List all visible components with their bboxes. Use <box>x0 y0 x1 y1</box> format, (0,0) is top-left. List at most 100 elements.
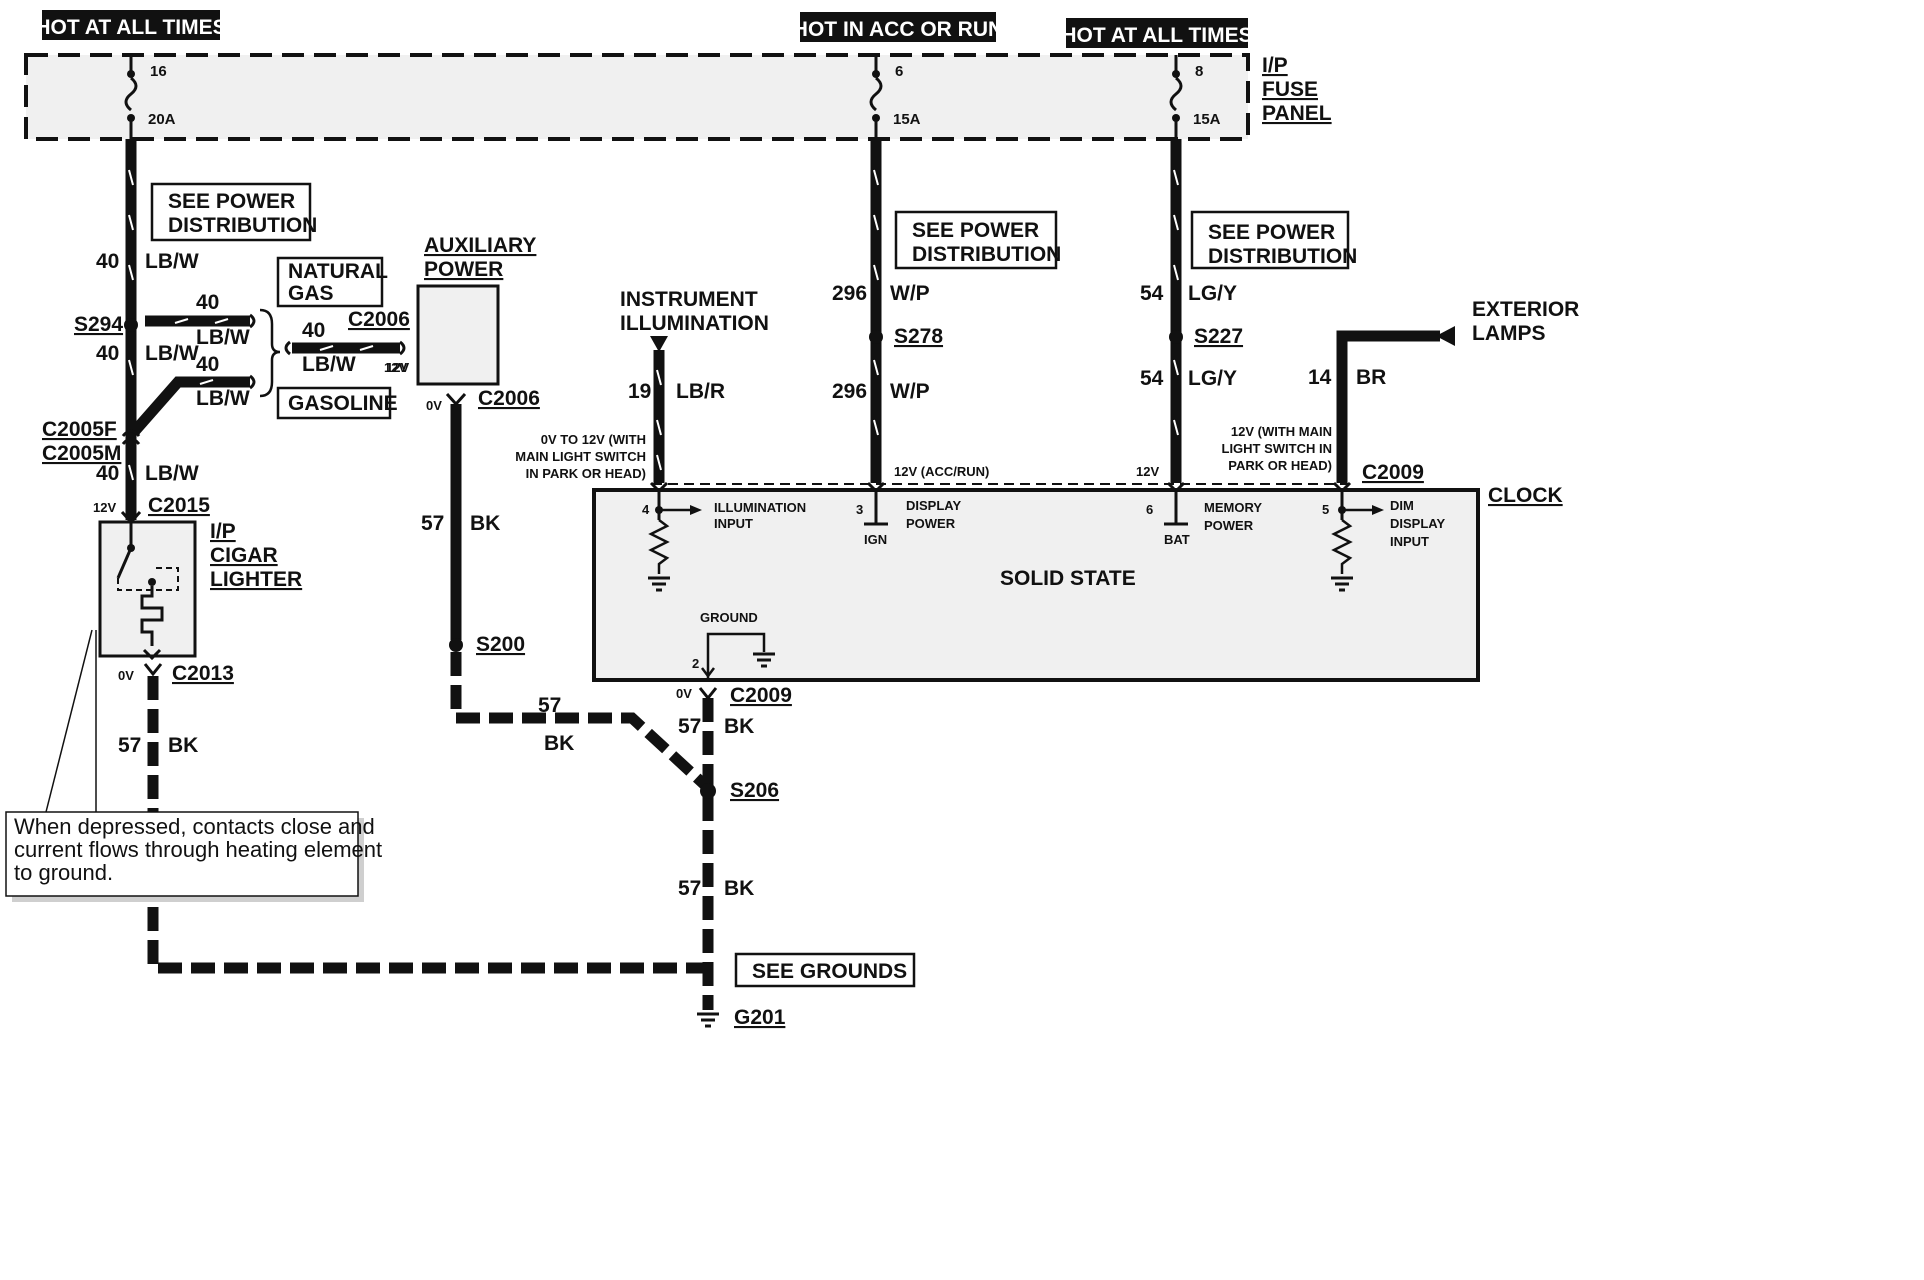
splice-s227 <box>1169 330 1183 344</box>
natural-gas-label-2: GAS <box>288 282 334 305</box>
ground-wire-num-upper: 57 <box>678 715 701 738</box>
s200-s206-wire-color: BK <box>544 732 574 755</box>
aux-volt-0v: 0V <box>426 398 442 413</box>
aux-power-box <box>416 284 500 386</box>
splice-s278-label: S278 <box>894 325 943 348</box>
cigar-lighter: I/P CIGAR LIGHTER <box>98 520 302 661</box>
pin5-number: 5 <box>1322 502 1329 517</box>
wire-57-bk-s200-s206 <box>450 652 712 793</box>
wire-19-color: LB/R <box>676 380 725 403</box>
lighter-label-3: LIGHTER <box>210 568 302 591</box>
clock-bottom-volt: 0V <box>676 686 692 701</box>
splice-s294-label: S294 <box>74 313 123 336</box>
c2015-label: C2015 <box>148 494 210 517</box>
ground-wire-num-lower: 57 <box>678 877 701 900</box>
pin5-label-2: DISPLAY <box>1390 516 1445 531</box>
aux-volt-12v: 12V <box>384 360 407 375</box>
fuse-6-rating: 15A <box>893 111 921 128</box>
pin4-number: 4 <box>642 502 650 517</box>
fuse-panel-label-1: I/P <box>1262 54 1288 77</box>
instrument-illumination-label-1: INSTRUMENT <box>620 288 758 311</box>
see-power-dist-acc-1: SEE POWER <box>912 219 1039 242</box>
wire-40-num-lower: 40 <box>96 462 119 485</box>
fuse-panel-label-3: PANEL <box>1262 102 1332 125</box>
natural-gas-label-1: NATURAL <box>288 260 388 283</box>
acc-circuit: SEE POWER DISTRIBUTION 296 W/P S278 296 … <box>832 139 1061 483</box>
pin5-label-1: DIM <box>1390 498 1414 513</box>
instrument-illumination-circuit: INSTRUMENT ILLUMINATION 19 LB/R 0V TO 12… <box>515 288 769 483</box>
lighter-ground-wire-num: 57 <box>118 734 141 757</box>
acc-volt: 12V (ACC/RUN) <box>894 464 989 479</box>
fuse-panel-label-2: FUSE <box>1262 78 1318 101</box>
fuse-8: 8 15A <box>1169 55 1221 139</box>
clock-pin-5: 5 DIM DISPLAY INPUT <box>1322 490 1445 592</box>
header-hot-always-left-text: HOT AT ALL TIMES <box>35 16 226 39</box>
see-power-dist-bat-1: SEE POWER <box>1208 221 1335 244</box>
c2005f-label: C2005F <box>42 418 117 441</box>
c2006-stub-volt: 12V <box>386 360 409 375</box>
exterior-note-2: LIGHT SWITCH IN <box>1222 441 1333 456</box>
s200-s206-wire-num: 57 <box>538 694 561 717</box>
clock-label: CLOCK <box>1488 484 1563 507</box>
clock-module: CLOCK SOLID STATE 4 ILLUMINATION INPUT 3… <box>592 484 1563 682</box>
wire-14-color: BR <box>1356 366 1386 389</box>
wire-40-color-lower: LB/W <box>145 462 199 485</box>
gasoline-box: GASOLINE <box>276 386 398 420</box>
exterior-note-3: PARK OR HEAD) <box>1228 458 1332 473</box>
splice-s206-label: S206 <box>730 779 779 802</box>
lighter-callout: When depressed, contacts close and curre… <box>5 629 382 902</box>
illum-note-2: MAIN LIGHT SWITCH <box>515 449 646 464</box>
aux-connector-c2006: C2006 <box>478 387 540 410</box>
lighter-ground-wire-color: BK <box>168 734 198 757</box>
wire-54-color-lower: LG/Y <box>1188 367 1237 390</box>
aux-label-1: AUXILIARY <box>424 234 536 257</box>
fuse-6-number: 6 <box>895 63 903 80</box>
exterior-lamps-circuit: EXTERIOR LAMPS 14 BR 12V (WITH MAIN LIGH… <box>1222 298 1580 484</box>
clock-solid-state: SOLID STATE <box>1000 567 1136 590</box>
aux-label-2: POWER <box>424 258 503 281</box>
clock-bottom-connector: C2009 <box>730 684 792 707</box>
see-grounds-box: SEE GROUNDS <box>734 952 916 988</box>
ground-wire-color-lower: BK <box>724 877 754 900</box>
c2015-volt: 12V <box>93 500 116 515</box>
pin3-label-2: POWER <box>906 516 956 531</box>
see-power-distribution-acc: SEE POWER DISTRIBUTION <box>894 210 1061 270</box>
splice-s278 <box>869 330 883 344</box>
aux-wire-num: 57 <box>421 512 444 535</box>
fuse-8-number: 8 <box>1195 63 1203 80</box>
lighter-label-1: I/P <box>210 520 236 543</box>
header-hot-always-left: HOT AT ALL TIMES <box>35 10 227 40</box>
clock-pin-6: 6 MEMORY POWER BAT <box>1146 490 1262 547</box>
wire-40-num-mid: 40 <box>96 342 119 365</box>
wire-296-num-lower: 296 <box>832 380 867 403</box>
auxiliary-power: AUXILIARY POWER 12V 0V C2006 57 BK S200 … <box>384 234 712 793</box>
wire-14-br <box>1336 330 1440 483</box>
fuse-panel: I/P FUSE PANEL 16 20A 6 15A <box>24 53 1332 141</box>
fuse-16-number: 16 <box>150 63 167 80</box>
ground-g201-label: G201 <box>734 1006 786 1029</box>
wire-19-num: 19 <box>628 380 651 403</box>
fuse-16: 16 20A <box>124 55 176 139</box>
pin2-number: 2 <box>692 656 699 671</box>
pin3-label-1: DISPLAY <box>906 498 961 513</box>
branch-ng-wire-color: LB/W <box>196 326 250 349</box>
illum-note-3: IN PARK OR HEAD) <box>526 466 646 481</box>
header-hot-acc-run-text: HOT IN ACC OR RUN <box>793 18 1003 41</box>
exterior-label-2: LAMPS <box>1472 322 1546 345</box>
fuse-16-rating: 20A <box>148 111 176 128</box>
illum-note-1: 0V TO 12V (WITH <box>541 432 646 447</box>
branch-gas-wire-color: LB/W <box>196 387 250 410</box>
pin6-sub: BAT <box>1164 532 1190 547</box>
clock-ground-label: GROUND <box>700 610 758 625</box>
wire-40-num-upper: 40 <box>96 250 119 273</box>
pin6-number: 6 <box>1146 502 1153 517</box>
splice-s227-label: S227 <box>1194 325 1243 348</box>
wire-57-bk-lighter-ground <box>147 676 708 974</box>
pin3-number: 3 <box>856 502 863 517</box>
natural-gas-box: NATURAL GAS <box>276 256 388 308</box>
bat-volt: 12V <box>1136 464 1159 479</box>
c2005m-label: C2005M <box>42 442 121 465</box>
see-power-distribution-bat: SEE POWER DISTRIBUTION <box>1190 210 1357 270</box>
wire-54-num-lower: 54 <box>1140 367 1164 390</box>
